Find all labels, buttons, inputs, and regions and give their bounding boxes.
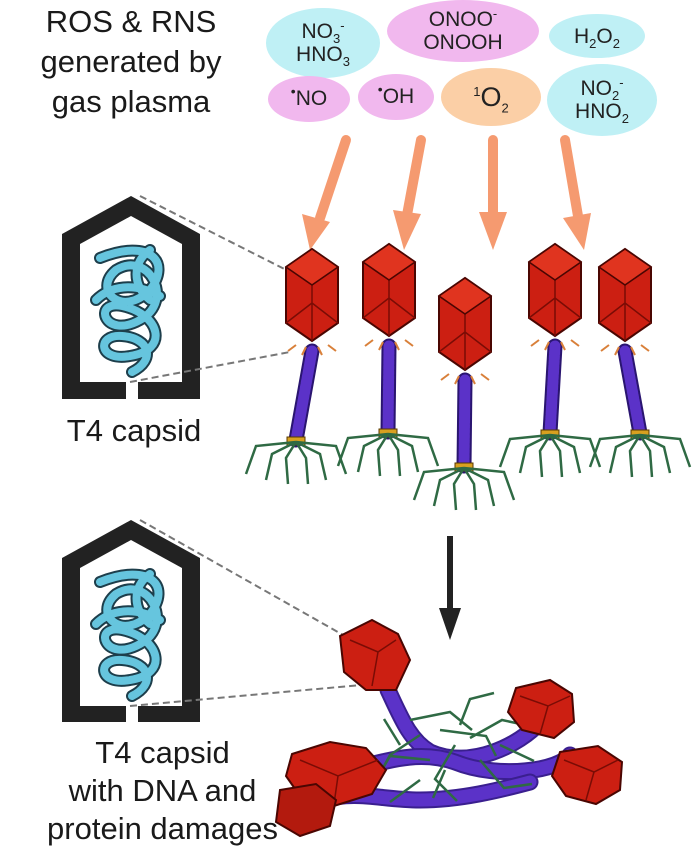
species-formula: 1O2 [473,81,509,115]
species-bubble-oh: •OH [358,74,434,120]
caption-line: T4 capsid [95,735,230,770]
species-formula: ONOOH [423,31,503,54]
caption-line: with DNA and [68,773,257,808]
arrow-head [563,213,591,250]
bacteriophage-icon [244,247,348,485]
arrow-icon [439,536,461,640]
species-formula: ONOO- [428,6,498,31]
species-bubble-onoo: ONOO-ONOOH [387,0,539,62]
bacteriophage-icon [498,242,602,478]
species-bubble-no3: NO3-HNO3 [266,8,380,78]
species-bubble-h2o2: H2O2 [549,14,645,58]
arrow-icon [560,135,583,221]
caption-line: T4 capsid [66,413,202,448]
species-bubble-singlet-o2: 1O2 [441,68,541,126]
capsid-icon [62,196,200,399]
intact-phages [244,242,692,511]
species-formula: HNO3 [296,43,350,70]
arrow-icon [402,135,426,220]
diagram-heading: ROS & RNS generated by gas plasma [0,2,262,122]
bacteriophage-icon [588,247,692,478]
species-bubble-no2: NO2-HNO2 [547,64,657,136]
species-formula: NO2- [580,75,624,104]
species-bubble-no: •NO [268,76,350,122]
tail-fiber-tangle [372,691,535,804]
caption-intact-capsid: T4 capsid [50,412,218,450]
caption-line: protein damages [47,811,278,846]
species-formula: H2O2 [574,24,620,51]
bacteriophage-icon [412,276,516,511]
damaged-phage-cluster-icon [274,618,624,838]
reactive-species-arrows [302,135,591,250]
heading-line: gas plasma [51,84,211,119]
capsid-icon [62,520,200,722]
zoom-lines-bottom [129,519,373,707]
bacteriophage-icon [336,242,440,477]
heading-line: generated by [40,44,222,79]
arrow-head [479,212,507,250]
species-formula: •OH [377,80,415,108]
species-formula: HNO2 [575,100,629,127]
species-formula: NO3- [301,18,345,47]
caption-damaged-capsid: T4 capsid with DNA and protein damages [40,734,285,848]
arrow-icon [315,135,351,223]
species-formula: •NO [290,82,328,110]
arrow-head [302,214,330,250]
heading-line: ROS & RNS [45,4,217,39]
arrow-head [393,210,421,250]
